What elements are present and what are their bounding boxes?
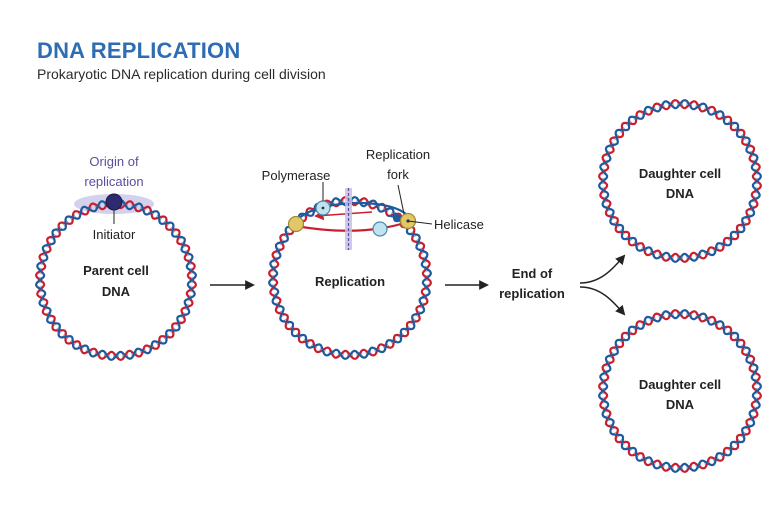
daughter-cell-top-group: Daughter cell DNA [598,99,762,263]
leading-strand-arrow [314,210,373,221]
daughter-top-label-line1: Daughter cell [639,166,721,181]
replication-label: Replication [315,274,385,289]
fork-label-line2: fork [387,167,409,182]
polymerase-upper-dot [321,206,325,210]
strand-blue [268,196,432,360]
initiator-protein [105,193,123,211]
replication-cell-group: Polymerase Replication fork Helicase Rep… [262,147,484,360]
parent-cell-label-line2: DNA [102,284,131,299]
daughter-top-label-line2: DNA [666,186,695,201]
page-title: DNA REPLICATION [37,38,241,63]
polymerase-label: Polymerase [262,168,331,183]
daughter-cell-bottom-group: Daughter cell DNA [598,309,762,473]
arrow-to-daughter-bottom [579,286,626,316]
parent-dna-circle [35,199,197,361]
end-label-line1: End of [512,266,553,281]
daughter-bottom-dna-circle [598,309,762,473]
fork-pointer [397,184,405,215]
strand-blue [598,309,762,473]
arrow-to-daughter-top [579,254,626,284]
origin-label-line2: replication [84,174,143,189]
daughter-bottom-label-line1: Daughter cell [639,377,721,392]
origin-label-line1: Origin of [89,154,139,169]
strand-blue [35,199,197,361]
helicase-label: Helicase [434,217,484,232]
helicase-pointer [407,220,433,225]
page-subtitle: Prokaryotic DNA replication during cell … [37,66,326,82]
end-label-line2: replication [499,286,565,301]
daughter-top-dna-circle [598,99,762,263]
helicase-left [287,215,305,233]
parent-cell-group: Origin of replication Initiator Parent c… [35,154,197,361]
fork-label-line1: Replication [366,147,430,162]
strand-blue [598,99,762,263]
initiator-label: Initiator [93,227,136,242]
polymerase-lower [372,221,388,237]
daughter-bottom-label-line2: DNA [666,397,695,412]
parent-cell-label-line1: Parent cell [83,263,149,278]
lagging-strand-arrow [387,212,404,222]
